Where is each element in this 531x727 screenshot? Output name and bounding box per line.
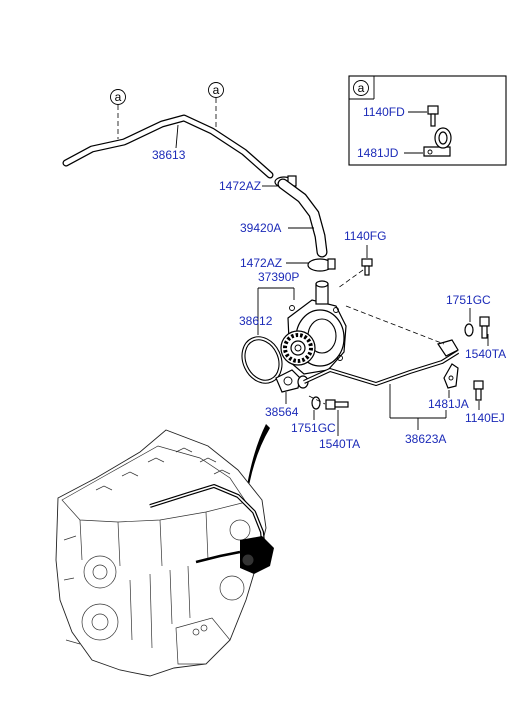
pipe-38623A-group: 1481JA 38623A <box>303 305 469 446</box>
label-1481JA[interactable]: 1481JA <box>428 397 469 411</box>
bolt-1540TA-left-icon <box>325 399 349 410</box>
detail-ref-letter: a <box>358 81 365 95</box>
label-38623A[interactable]: 38623A <box>405 432 446 446</box>
ref-a-left: a <box>115 90 122 104</box>
label-1751GC-left[interactable]: 1751GC <box>291 421 336 435</box>
washer-bolt-left-group: 1751GC 1540TA <box>291 395 360 451</box>
detail-box-frame <box>348 75 507 166</box>
label-1481JD[interactable]: 1481JD <box>357 146 399 160</box>
bolt-1140FD-icon <box>427 105 439 127</box>
hose-38613-group: a a 38613 <box>62 82 274 179</box>
ref-a-circle-left <box>110 89 126 105</box>
washer-1751GC-left-icon <box>311 396 321 410</box>
label-1540TA-left[interactable]: 1540TA <box>319 437 360 451</box>
label-1140FG[interactable]: 1140FG <box>344 229 386 243</box>
label-1472AZ-lower[interactable]: 1472AZ <box>240 256 282 270</box>
label-1140EJ[interactable]: 1140EJ <box>465 411 505 425</box>
detail-box-a: a 1140FD 1481JD <box>348 75 507 166</box>
label-37390P[interactable]: 37390P <box>258 270 299 284</box>
label-39420A[interactable]: 39420A <box>240 221 281 235</box>
label-38612[interactable]: 38612 <box>239 314 273 328</box>
label-1140FD[interactable]: 1140FD <box>363 105 405 119</box>
vacuum-pump-37390P-icon <box>280 280 347 375</box>
bolt-1140EJ-icon <box>473 380 484 401</box>
ref-a-circle-right <box>208 82 224 98</box>
label-38613[interactable]: 38613 <box>152 148 186 162</box>
label-38564[interactable]: 38564 <box>265 405 299 419</box>
detail-ref-circle <box>353 80 369 96</box>
label-1472AZ-upper[interactable]: 1472AZ <box>219 179 261 193</box>
gasket-38612-icon <box>241 336 283 384</box>
bolt-1140FG-icon <box>361 258 373 276</box>
seal-38564-group: 38564 <box>265 369 309 419</box>
bolt-1140FG-group: 1140FG <box>337 229 386 289</box>
engine-block-illustration <box>55 424 274 677</box>
clamp-1472AZ-lower: 1472AZ <box>240 256 336 272</box>
label-1751GC-right[interactable]: 1751GC <box>446 293 491 307</box>
washer-1751GC-right-icon <box>464 323 474 337</box>
label-1540TA-right[interactable]: 1540TA <box>465 347 506 361</box>
clip-1481JD-icon <box>423 127 452 157</box>
washer-bolt-right-group: 1751GC 1540TA <box>446 293 506 361</box>
hose-39420A-group: 39420A <box>240 178 328 258</box>
bolt-1140EJ-group: 1140EJ <box>465 380 505 425</box>
bolt-1540TA-right-icon <box>479 316 490 339</box>
ref-a-right: a <box>213 83 220 97</box>
vacuum-pump-group: 37390P 38612 <box>239 270 347 384</box>
